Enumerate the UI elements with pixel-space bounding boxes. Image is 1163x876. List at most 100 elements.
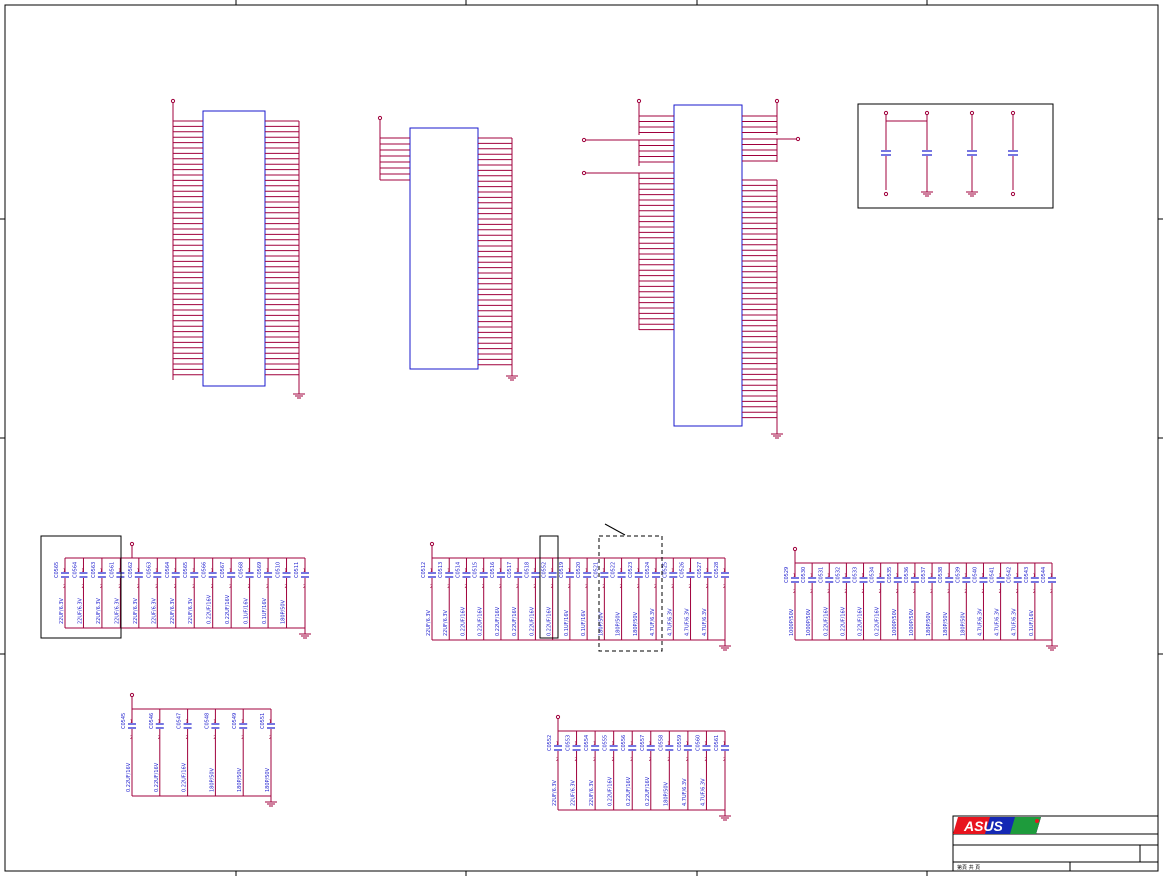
- pin-number: 2: [671, 584, 674, 589]
- cap-ref-label: C0552: [547, 735, 553, 751]
- pin-number: 2: [516, 584, 519, 589]
- power-net-dot: [555, 714, 561, 720]
- pin-number: 1: [630, 741, 633, 746]
- pin-number: 2: [575, 757, 578, 762]
- pin-number: 1: [551, 568, 554, 573]
- pin-number: 1: [516, 568, 519, 573]
- pin-number: 1: [303, 568, 306, 573]
- cap-ref-label: C0526: [680, 562, 686, 578]
- cap-value-label: 4.7UF/6.3V: [1012, 608, 1018, 636]
- pin-number: 2: [1050, 589, 1053, 594]
- pin-number: 1: [186, 719, 189, 724]
- pin-number: 2: [100, 584, 103, 589]
- pin-number: 2: [667, 757, 670, 762]
- cap-ref-label: C0564: [72, 562, 78, 578]
- cap-value-label: 0.1UF/16V: [244, 597, 250, 624]
- frame-border: [4, 4, 1159, 872]
- cap-value-label: 180P/50V: [281, 599, 287, 624]
- pin-number: 1: [689, 568, 692, 573]
- pin-number: 2: [930, 589, 933, 594]
- pin-number: 1: [533, 568, 536, 573]
- pin-number: 1: [827, 573, 830, 578]
- cap-value-label: 22UF/6.3V: [443, 609, 449, 636]
- cap-value-label: 4.7UF/6.3V: [700, 778, 706, 806]
- cap-ref-label: C0542: [1007, 567, 1013, 583]
- pin-number: 2: [266, 584, 269, 589]
- pin-number: 2: [482, 584, 485, 589]
- pin-number: 1: [793, 573, 796, 578]
- cap-value-label: 180P/50V: [598, 611, 604, 636]
- pin-number: 1: [723, 741, 726, 746]
- power-net-dot: [883, 110, 889, 116]
- dashed-highlight-box: [598, 535, 663, 652]
- pin-number: 1: [155, 568, 158, 573]
- pin-number: 1: [913, 573, 916, 578]
- cap-value-label: 180P/50V: [616, 611, 622, 636]
- cap-value-label: 1000P/50V: [892, 608, 898, 636]
- cap-ref-label: C0561: [714, 735, 720, 751]
- cap-value-label: 0.1UF/16V: [581, 609, 587, 636]
- pin-number: 1: [482, 568, 485, 573]
- pin-number: 2: [213, 735, 216, 740]
- pin-number: 1: [1050, 573, 1053, 578]
- pin-number: 2: [130, 735, 133, 740]
- pin-number: 2: [585, 584, 588, 589]
- pin-number: 1: [211, 568, 214, 573]
- ic-blocks: [170, 98, 1054, 439]
- cap-value-label: 22UF/6.3V: [426, 609, 432, 636]
- pin-number: 2: [556, 757, 559, 762]
- cap-value-label: 4.7UF/6.3V: [685, 608, 691, 636]
- pin-number: 1: [556, 741, 559, 746]
- cap-ref-label: C0558: [658, 735, 664, 751]
- pin-number: 1: [229, 568, 232, 573]
- cap-ref-label: C0523: [628, 562, 634, 578]
- pin-number: 2: [1033, 589, 1036, 594]
- cap-ref-label: C0514: [455, 562, 461, 578]
- cap-ref-label: C0529: [784, 567, 790, 583]
- pin-number: 2: [118, 584, 121, 589]
- power-net-dot: [792, 546, 798, 552]
- cap-ref-label: C0531: [818, 567, 824, 583]
- cap-value-label: 180P/50V: [633, 611, 639, 636]
- pin-number: 2: [248, 584, 251, 589]
- pin-number: 2: [964, 589, 967, 594]
- pin-number: 2: [896, 589, 899, 594]
- pin-number: 1: [649, 741, 652, 746]
- cap-value-label: 0.22UF/16V: [823, 606, 829, 636]
- pin-number: 2: [229, 584, 232, 589]
- pin-number: 2: [706, 584, 709, 589]
- cap-value-label: 0.22UF/16V: [875, 606, 881, 636]
- pin-number: 2: [827, 589, 830, 594]
- power-net-dot: [129, 692, 135, 698]
- pin-number: 1: [704, 741, 707, 746]
- pin-number: 1: [130, 719, 133, 724]
- cap-ref-label: C0543: [1024, 567, 1030, 583]
- cap-value-label: 4.7UF/6.3V: [682, 778, 688, 806]
- cap-ref-label: C0534: [870, 567, 876, 583]
- power-net-dot: [1010, 110, 1016, 116]
- cap-ref-label: C0528: [714, 562, 720, 578]
- cap-value-label: 4.7UF/6.3V: [650, 608, 656, 636]
- cap-ref-label: C0519: [559, 562, 565, 578]
- cap-ref-label: C0530: [801, 567, 807, 583]
- cap-value-label: 22UF/6.3V: [77, 597, 83, 624]
- pin-number: 2: [844, 589, 847, 594]
- cap-value-label: 0.22UF/16V: [478, 606, 484, 636]
- pin-number: 1: [620, 568, 623, 573]
